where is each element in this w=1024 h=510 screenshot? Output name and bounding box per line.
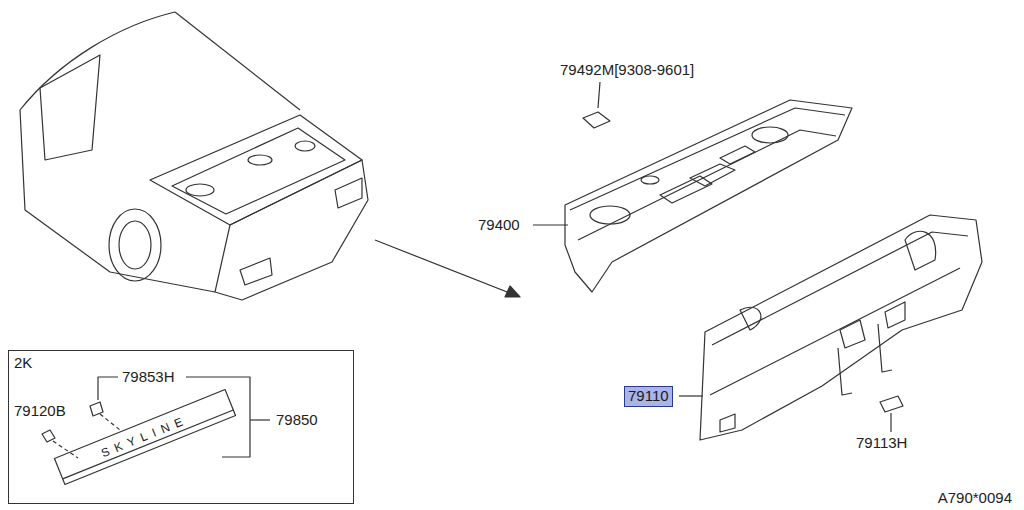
part-number: 79113H [856,435,907,452]
part-number: 79492M[9308-9601] [560,62,694,79]
inset-label: 2K [14,355,32,372]
part-number: 79400 [478,217,520,234]
part-number: 79850 [276,412,318,429]
figure-code: A790*0094 [938,490,1012,507]
callout-number: 79110 [625,387,672,406]
highlight-box: 79110 [624,386,673,407]
part-number: 79120B [14,403,66,420]
part-number: 79853H [122,369,175,386]
emblem-text: SKYLINE [100,414,191,461]
